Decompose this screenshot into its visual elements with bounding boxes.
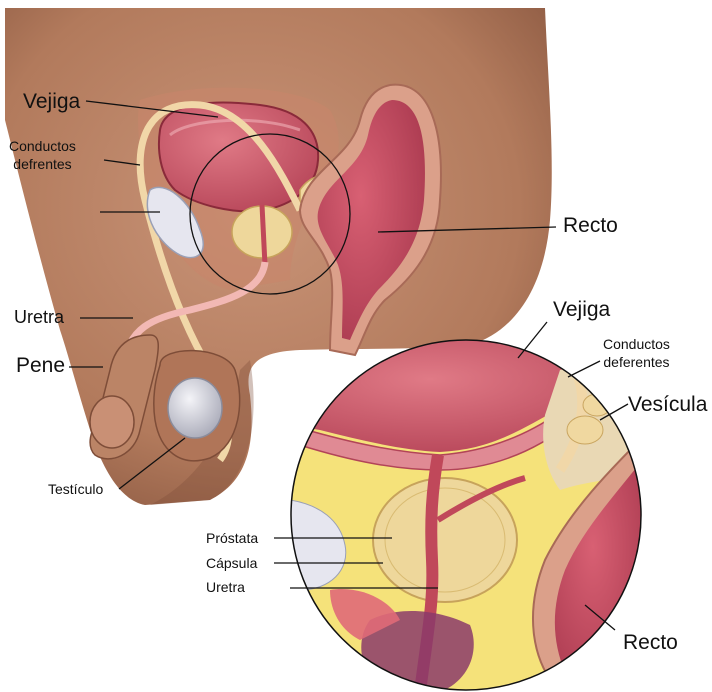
label-conductos-zoom: Conductos deferentes [603, 336, 670, 371]
label-uretra-main: Uretra [14, 308, 64, 326]
testis-shape [168, 378, 222, 438]
label-conductos-main: Conductos defrentes [9, 138, 76, 173]
label-uretra-zoom: Uretra [206, 579, 245, 597]
urethra-prostatic [262, 205, 265, 265]
label-recto-main: Recto [563, 215, 618, 236]
label-prostata: Próstata [206, 530, 258, 548]
label-recto-zoom: Recto [623, 632, 678, 653]
label-testiculo: Testículo [48, 481, 103, 499]
label-vesicula: Vesícula [628, 394, 707, 415]
label-capsula: Cápsula [206, 555, 257, 573]
label-pene: Pene [16, 355, 65, 376]
glans [90, 396, 134, 448]
label-vejiga-main: Vejiga [23, 91, 80, 112]
label-vejiga-zoom: Vejiga [553, 299, 610, 320]
zoom-detail [290, 340, 650, 692]
